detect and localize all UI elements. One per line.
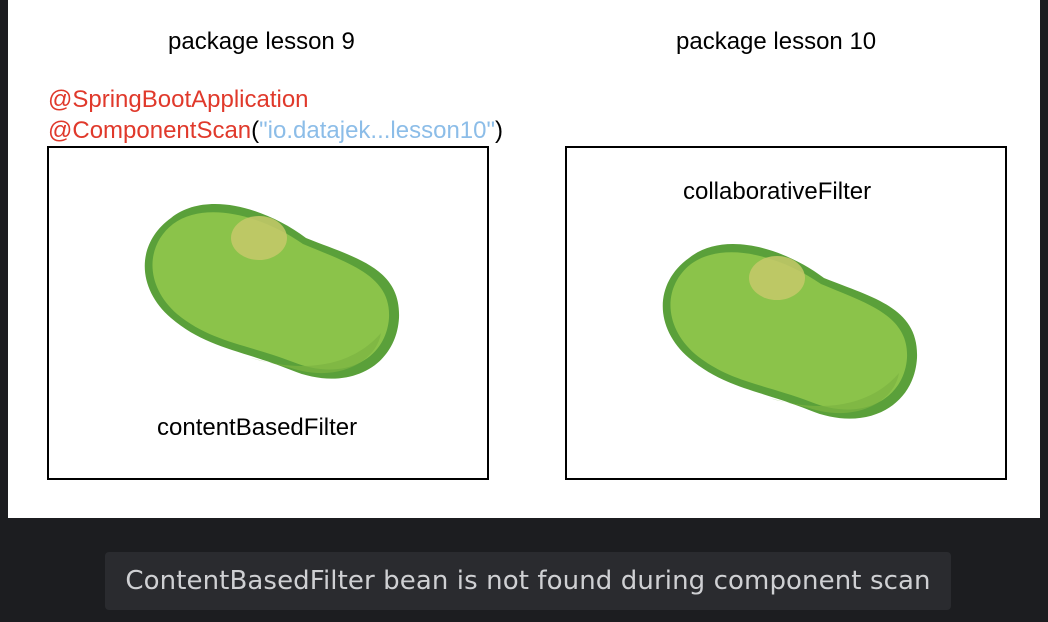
component-scan-package-arg: "io.datajek...lesson10" bbox=[259, 117, 496, 144]
video-caption: ContentBasedFilter bean is not found dur… bbox=[105, 552, 951, 610]
package-lesson-9-title: package lesson 9 bbox=[168, 28, 355, 55]
package-lesson-10-title: package lesson 10 bbox=[676, 28, 877, 55]
annotations-block: @SpringBootApplication @ComponentScan("i… bbox=[48, 84, 503, 146]
content-based-filter-label: contentBasedFilter bbox=[157, 414, 358, 441]
bean-icon bbox=[662, 244, 918, 419]
collaborative-filter-label: collaborativeFilter bbox=[683, 178, 872, 205]
diagram-slide: package lesson 9 package lesson 10 @Spri… bbox=[8, 0, 1040, 518]
spring-boot-application-annotation: @SpringBootApplication bbox=[48, 86, 309, 113]
component-scan-close-paren: ) bbox=[495, 117, 504, 144]
component-scan-keyword: @ComponentScan bbox=[48, 117, 252, 144]
package-lesson-10-box: collaborativeFilter bbox=[565, 146, 1007, 480]
component-scan-annotation: @ComponentScan("io.datajek...lesson10") bbox=[48, 115, 503, 146]
package-lesson-9-box: contentBasedFilter bbox=[47, 146, 489, 480]
component-scan-open-paren: ( bbox=[251, 117, 260, 144]
bean-icon bbox=[144, 204, 400, 379]
